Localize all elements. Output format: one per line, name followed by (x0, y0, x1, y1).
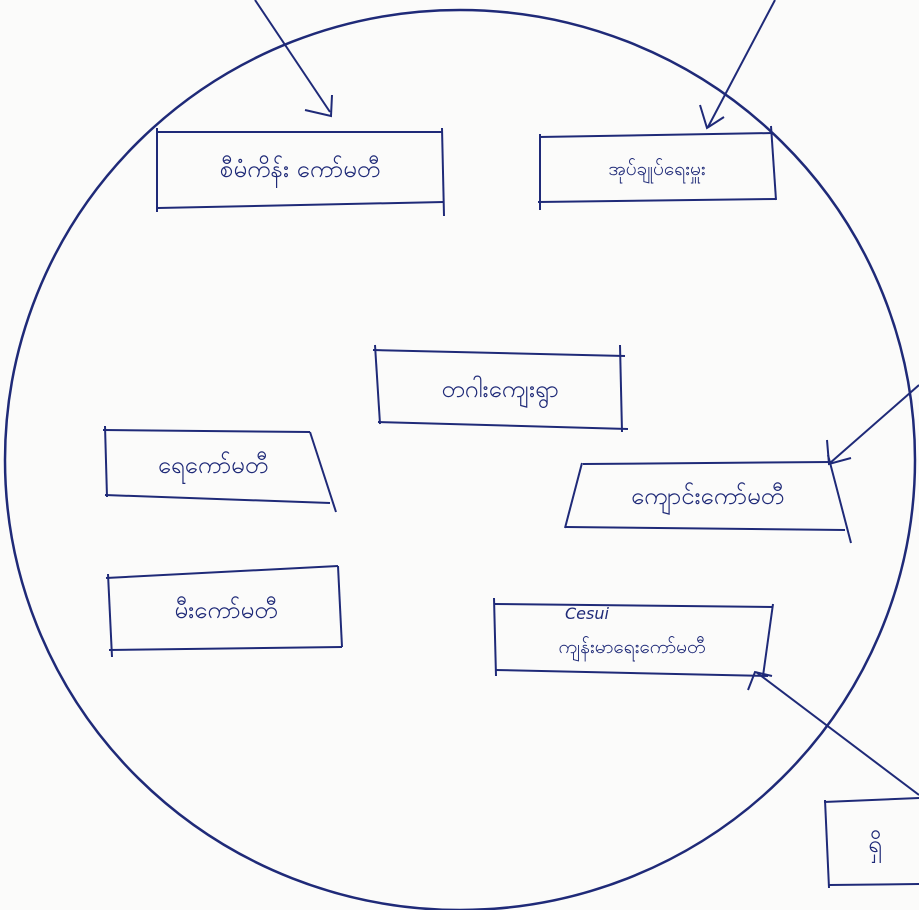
box-outside: ရှိ (832, 805, 918, 883)
box-frame-left (102, 425, 337, 513)
label-bottom-left: မီးကော်မတီ (174, 595, 278, 624)
box-bottom-right: ကျန်းမာရေးကော်မတီ (497, 624, 767, 670)
label-top-left: စီမံကိန်း ကော်မတီ (219, 154, 381, 183)
arrow-to-bottom-right (747, 670, 919, 796)
arrow-to-top-right (699, 0, 776, 130)
arrow-to-top-left (254, 0, 333, 118)
box-right: ကျောင်းကော်မတီ (575, 466, 840, 526)
label-left: ရေကော်မတီ (157, 450, 269, 479)
label-bottom-right: ကျန်းမာရေးကော်မတီ (558, 635, 706, 658)
box-frame-bottom-right (493, 597, 774, 677)
box-top-right: အုပ်ချုပ်ရေးမှူး (541, 137, 773, 201)
box-bottom-left: မီးကော်မတီ (112, 574, 340, 646)
label-right: ကျောင်းကော်မတီ (630, 481, 785, 510)
box-frame-bottom-left (105, 565, 343, 658)
outer-circle (3, 8, 917, 910)
box-left: ရေကော်မတီ (108, 433, 318, 497)
label-outside: ရှိ (868, 829, 882, 858)
label-center: တဂါးကျေးရွာ (441, 374, 559, 403)
box-frame-top-right (537, 125, 777, 210)
box-frame-outside (823, 797, 919, 889)
label-top-right: အုပ်ချုပ်ရေးမှူး (608, 157, 706, 180)
label-bottom-right-note: Cesui (565, 604, 609, 623)
box-center: တဂါးကျေးရွာ (380, 355, 620, 423)
box-frame-right (564, 454, 852, 544)
box-top-left: စီမံကိန်း ကော်မတီ (158, 134, 442, 204)
box-frame-center (372, 344, 629, 433)
arrow-to-right (826, 384, 919, 466)
box-frame-top-left (156, 127, 445, 217)
